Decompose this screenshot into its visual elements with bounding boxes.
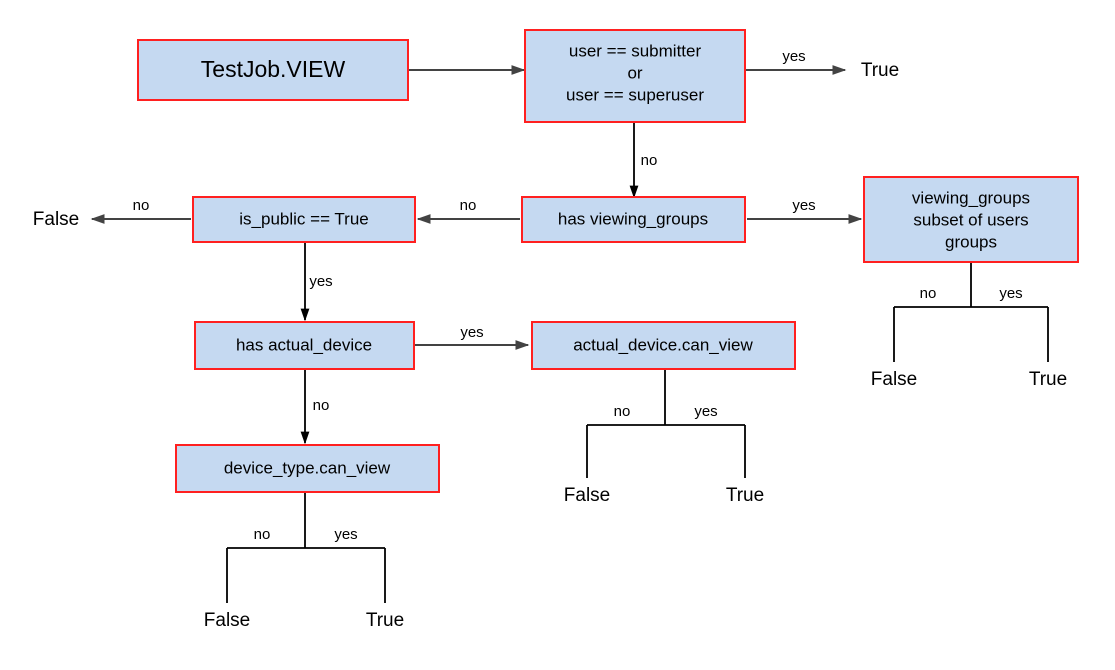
node-submitter-label-line1: user == submitter — [569, 41, 702, 60]
node-has-actual-device[interactable]: has actual_device — [194, 321, 415, 370]
node-subset[interactable]: viewing_groups subset of users groups — [863, 176, 1079, 263]
node-device-type-can-view-box[interactable] — [175, 444, 440, 493]
edge-label-subset-no: no — [920, 285, 937, 302]
node-is-public-box[interactable] — [192, 196, 416, 243]
node-submitter-label-line3: user == superuser — [566, 85, 704, 104]
terminal-true-subset: True — [1029, 369, 1067, 390]
node-submitter-label-line2: or — [627, 63, 642, 82]
edge-label-viewgroups-no: no — [460, 197, 477, 214]
edge-label-ispublic-no: no — [133, 197, 150, 214]
node-actual-device-can-view-box[interactable] — [531, 321, 796, 370]
terminal-true-actual: True — [726, 485, 764, 506]
terminal-false-actual: False — [564, 485, 610, 506]
edge-label-devtype-no: no — [254, 526, 271, 543]
edge-label-ispublic-yes: yes — [309, 273, 332, 290]
terminal-false-subset: False — [871, 369, 917, 390]
node-root-box[interactable] — [137, 39, 409, 101]
terminal-true-devtype: True — [366, 610, 404, 631]
node-has-actual-device-label: has actual_device — [236, 335, 372, 354]
edge-label-devtype-yes: yes — [334, 526, 357, 543]
node-subset-label-line1: viewing_groups — [912, 188, 1030, 207]
terminal-false-left: False — [33, 209, 79, 230]
edge-label-viewgroups-yes: yes — [792, 197, 815, 214]
node-device-type-can-view-label: device_type.can_view — [224, 458, 391, 477]
terminal-false-devtype: False — [204, 610, 250, 631]
edge-label-actual-yes: yes — [694, 403, 717, 420]
node-root[interactable]: TestJob.VIEW — [137, 39, 409, 101]
edge-label-subset-yes: yes — [999, 285, 1022, 302]
node-actual-device-can-view[interactable]: actual_device.can_view — [531, 321, 796, 370]
node-is-public-label: is_public == True — [239, 209, 368, 228]
edge-label-submitter-yes: yes — [782, 48, 805, 65]
node-submitter-box[interactable] — [524, 29, 746, 123]
node-has-viewing-groups-box[interactable] — [521, 196, 746, 243]
edge-label-hasactual-yes: yes — [460, 324, 483, 341]
node-subset-label-line3: groups — [945, 232, 997, 251]
node-actual-device-can-view-label: actual_device.can_view — [573, 335, 753, 354]
node-has-viewing-groups[interactable]: has viewing_groups — [521, 196, 746, 243]
node-has-actual-device-box[interactable] — [194, 321, 415, 370]
node-submitter[interactable]: user == submitter or user == superuser — [524, 29, 746, 123]
terminal-true-top: True — [861, 60, 899, 81]
node-has-viewing-groups-label: has viewing_groups — [558, 209, 708, 228]
node-device-type-can-view[interactable]: device_type.can_view — [175, 444, 440, 493]
node-root-label: TestJob.VIEW — [201, 56, 346, 82]
edge-label-actual-no: no — [614, 403, 631, 420]
node-subset-label-line2: subset of users — [913, 210, 1028, 229]
edge-label-hasactual-no: no — [313, 397, 330, 414]
node-is-public[interactable]: is_public == True — [192, 196, 416, 243]
edge-label-submitter-no: no — [641, 152, 658, 169]
node-subset-box[interactable] — [863, 176, 1079, 263]
